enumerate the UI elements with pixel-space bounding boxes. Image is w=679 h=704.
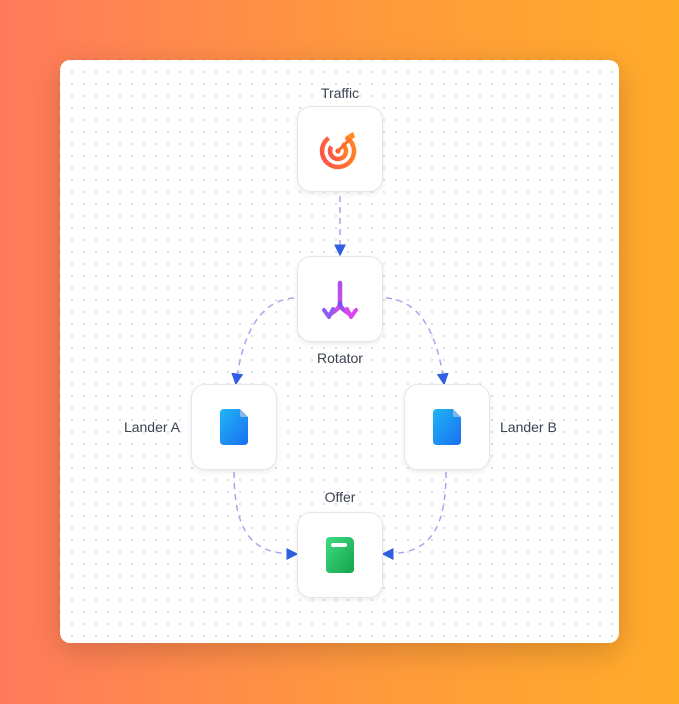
target-icon [319,132,357,170]
traffic-node[interactable] [297,106,383,192]
traffic-label: Traffic [320,85,360,101]
lander-a-node[interactable] [191,384,277,470]
document-icon [220,409,248,445]
edge-lander-b-offer [381,471,447,560]
rotator-node[interactable] [297,256,383,342]
lander-b-node[interactable] [404,384,490,470]
offer-label: Offer [324,489,356,505]
rotator-label: Rotator [317,350,363,366]
lander-a-label: Lander A [123,419,180,435]
edge-rotator-lander-a [231,297,295,386]
document-icon [433,409,461,445]
offer-node[interactable] [297,512,383,598]
edge-rotator-lander-b [385,297,449,386]
lander-b-label: Lander B [500,419,557,435]
split-arrows-icon [322,280,358,319]
offer-box-icon [326,537,354,573]
edge-lander-a-offer [233,471,299,560]
